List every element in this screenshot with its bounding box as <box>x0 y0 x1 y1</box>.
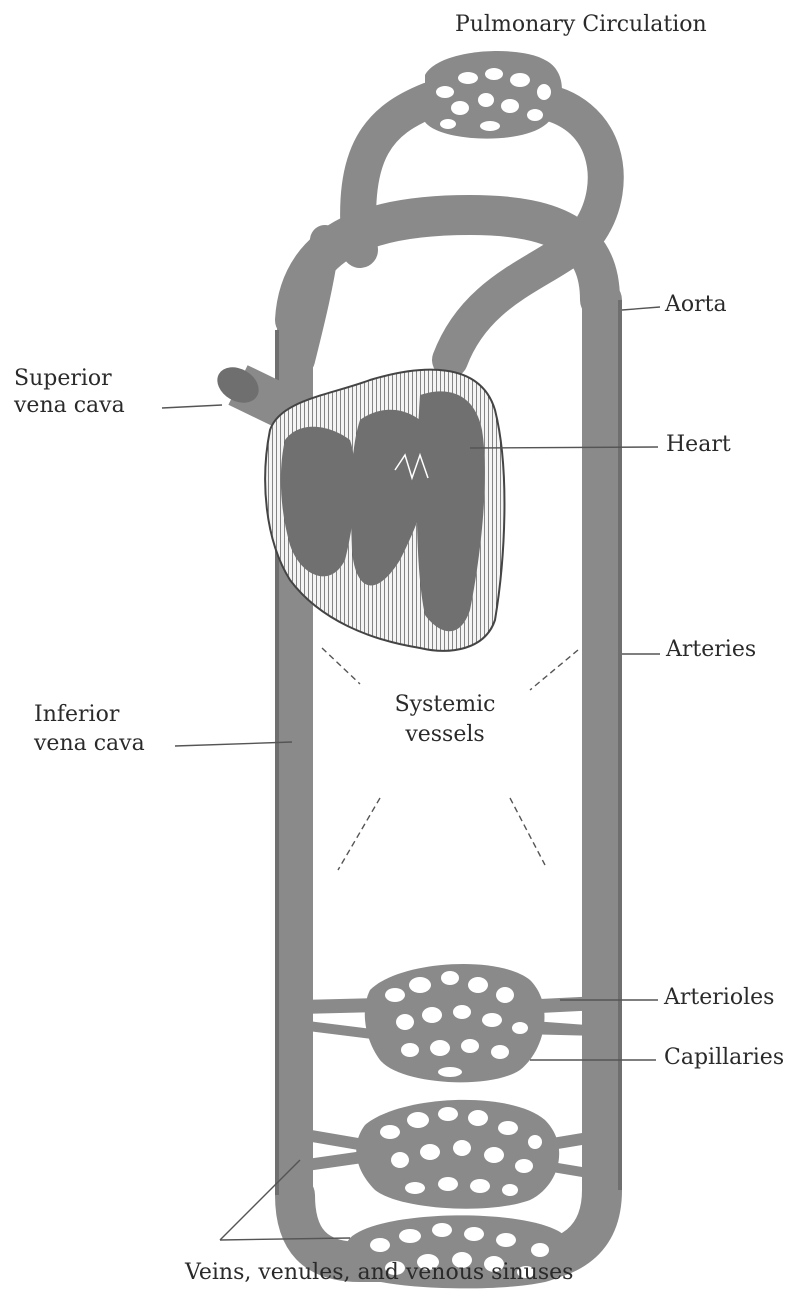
pulmonary-circulation-label: Pulmonary Circulation <box>455 12 707 38</box>
superior-vena-cava-label-line2: vena cava <box>14 393 125 419</box>
inferior-vena-cava-leader <box>175 742 292 746</box>
superior-vena-cava-leader <box>162 405 222 408</box>
systemic-leader-2 <box>530 650 578 690</box>
inferior-vena-cava-label-line2: vena cava <box>34 731 145 757</box>
systemic-leader-1 <box>322 648 360 684</box>
capillary-bed-middle <box>300 1100 600 1209</box>
aorta-leader <box>622 307 660 310</box>
veins-label: Veins, venules, and venous sinuses <box>185 1260 573 1286</box>
inferior-vena-cava-label-line1: Inferior <box>34 702 119 728</box>
heart-label: Heart <box>666 432 731 458</box>
aorta-label: Aorta <box>665 292 727 318</box>
systemic-vessels-label-line1: Systemic <box>380 692 510 718</box>
superior-vena-cava-label-line1: Superior <box>14 366 112 392</box>
capillaries-label: Capillaries <box>664 1045 784 1071</box>
systemic-leader-3 <box>338 798 380 870</box>
arterioles-label: Arterioles <box>664 985 774 1011</box>
systemic-leader-4 <box>510 798 545 865</box>
arteries-label: Arteries <box>666 637 756 663</box>
pulmonary-capillary-bed <box>425 51 562 139</box>
systemic-vessels-label-line2: vessels <box>380 722 510 748</box>
capillary-bed-upper <box>300 964 600 1082</box>
